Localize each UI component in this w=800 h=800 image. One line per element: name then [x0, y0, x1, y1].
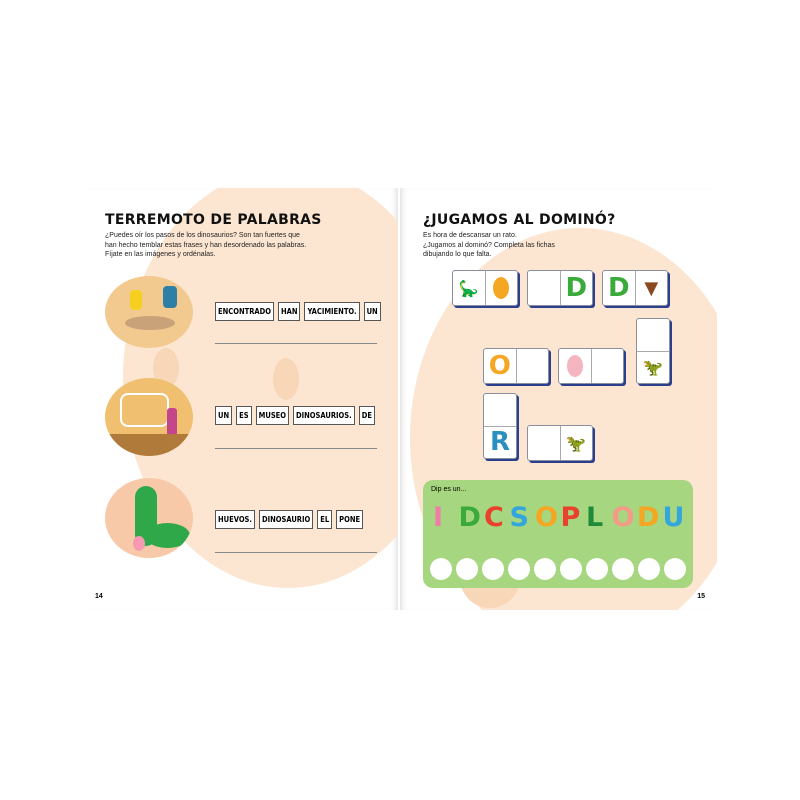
instruction-line: ¿Jugamos al dominó? Completa las fichas — [423, 241, 555, 249]
blank-half[interactable] — [528, 271, 561, 305]
answer-circle[interactable] — [586, 558, 608, 580]
domino-tile: D ▼ — [602, 270, 668, 306]
puzzle-letter: D — [458, 502, 481, 533]
page-number: 15 — [697, 593, 705, 600]
word-card[interactable]: HAN — [277, 302, 301, 321]
domino-tile: 🦕 — [452, 270, 518, 306]
word-card[interactable]: DINOSAURIOS. — [293, 406, 355, 425]
answer-circle[interactable] — [482, 558, 504, 580]
answer-circle[interactable] — [664, 558, 686, 580]
blob-spot — [273, 358, 299, 400]
puzzle-letter: P — [560, 502, 581, 533]
page-title: TERREMOTO DE PALABRAS — [105, 212, 322, 228]
puzzle-letter: C — [484, 502, 504, 533]
puzzle-letter: U — [662, 502, 685, 533]
word-card[interactable]: UN — [215, 406, 233, 425]
dinosaur-eggs-illustration — [105, 478, 193, 558]
blank-half[interactable] — [484, 394, 516, 427]
instructions: ¿Puedes oír los pasos de los dinosaurios… — [105, 231, 306, 260]
domino-tile: D — [527, 270, 593, 306]
egg-icon — [486, 271, 518, 305]
footprint-icon: ▼ — [644, 277, 659, 299]
answer-circle[interactable] — [456, 558, 478, 580]
egg-icon — [559, 349, 592, 383]
word-card[interactable]: MUSEO — [255, 406, 290, 425]
word-set-1: ENCONTRADO HAN YACIMIENTO. UN — [215, 302, 381, 321]
letter-d: D — [565, 273, 588, 303]
right-page: ¿JUGAMOS AL DOMINÓ? Es hora de descansar… — [400, 188, 717, 610]
instruction-line: Es hora de descansar un rato. — [423, 232, 517, 239]
answer-line[interactable] — [215, 552, 377, 553]
dinosaur-icon: 🦖 — [643, 357, 663, 377]
blank-half[interactable] — [637, 319, 669, 352]
word-card[interactable]: YACIMIENTO. — [304, 302, 360, 321]
word-card[interactable]: DINOSAURIO — [258, 510, 314, 529]
instruction-line: han hecho temblar estas frases y han des… — [105, 241, 307, 249]
puzzle-label: Dip es un... — [431, 486, 467, 493]
left-page: TERREMOTO DE PALABRAS ¿Puedes oír los pa… — [83, 188, 398, 610]
instructions: Es hora de descansar un rato. ¿Jugamos a… — [423, 231, 555, 260]
puzzle-letter: O — [535, 502, 558, 533]
instruction-line: dibujando lo que falta. — [423, 251, 492, 258]
puzzle-letter: S — [509, 502, 529, 533]
excavation-illustration — [105, 276, 193, 348]
blank-half[interactable] — [517, 349, 549, 383]
page-title: ¿JUGAMOS AL DOMINÓ? — [423, 212, 616, 228]
word-card[interactable]: ES — [236, 406, 252, 425]
word-card[interactable]: DE — [358, 406, 375, 425]
page-number: 14 — [95, 593, 103, 600]
domino-tile: O — [483, 348, 549, 384]
letter-o: O — [484, 349, 517, 383]
word-set-2: UN ES MUSEO DINOSAURIOS. DE — [215, 406, 375, 425]
domino-tile: R — [483, 393, 517, 459]
blank-half[interactable] — [528, 426, 561, 460]
answer-circle[interactable] — [508, 558, 530, 580]
word-card[interactable]: UN — [363, 302, 381, 321]
word-card[interactable]: ENCONTRADO — [215, 302, 274, 321]
puzzle-letter: D — [637, 502, 660, 533]
museum-illustration — [105, 378, 193, 456]
answer-circle[interactable] — [638, 558, 660, 580]
word-set-3: HUEVOS. DINOSAURIO EL PONE — [215, 510, 364, 529]
domino-tile — [558, 348, 624, 384]
answer-circle[interactable] — [430, 558, 452, 580]
answer-line[interactable] — [215, 448, 377, 449]
letter-r: R — [489, 427, 511, 458]
domino-tile: 🦖 — [527, 425, 593, 461]
answer-circle[interactable] — [612, 558, 634, 580]
answer-circle[interactable] — [534, 558, 556, 580]
answer-line[interactable] — [215, 343, 377, 344]
domino-tile: 🦖 — [636, 318, 670, 384]
puzzle-letter: I — [433, 502, 444, 533]
word-card[interactable]: PONE — [336, 510, 364, 529]
letter-d: D — [603, 271, 636, 305]
blank-half[interactable] — [592, 349, 624, 383]
instruction-line: ¿Puedes oír los pasos de los dinosaurios… — [105, 232, 300, 239]
puzzle-letter: O — [611, 502, 635, 533]
word-card[interactable]: EL — [317, 510, 333, 529]
instruction-line: Fíjate en las imágenes y ordénalas. — [105, 251, 216, 258]
puzzle-letter: L — [586, 502, 604, 533]
answer-circle[interactable] — [560, 558, 582, 580]
word-card[interactable]: HUEVOS. — [215, 510, 255, 529]
dinosaur-icon: 🦕 — [453, 271, 486, 305]
dinosaur-icon: 🦖 — [566, 433, 587, 453]
